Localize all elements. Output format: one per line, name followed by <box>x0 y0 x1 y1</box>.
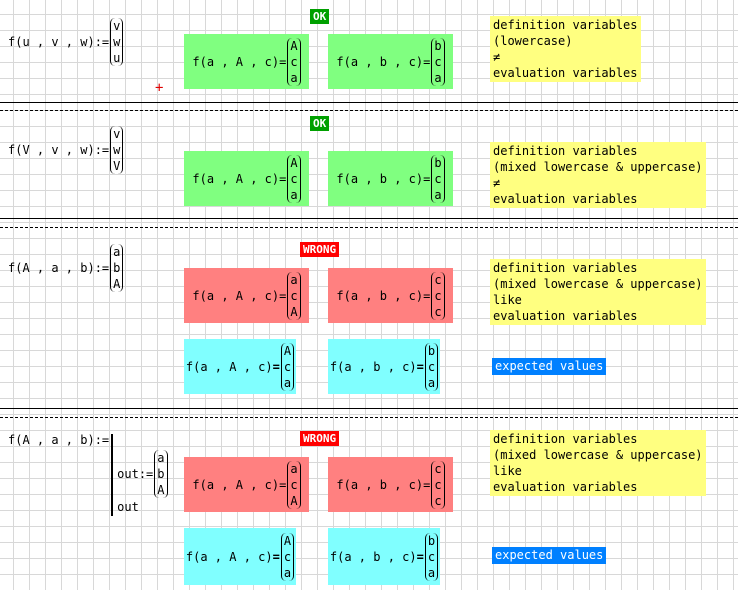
program-line-return: out <box>117 500 139 514</box>
expected-values-label: expected values <box>492 358 607 375</box>
separator-dashed <box>0 110 738 111</box>
definition-lhs: f(V , v , w):= <box>8 143 110 157</box>
definition-lhs: f(A , a , b):= <box>8 261 110 275</box>
wrong-badge: WRONG <box>300 431 340 446</box>
expected-values-label: expected values <box>492 547 607 564</box>
crosshair-cursor-icon: + <box>155 80 164 96</box>
program-line-assign: out:= <box>117 467 154 481</box>
ok-badge: OK <box>310 116 330 131</box>
separator-dashed <box>0 417 738 418</box>
definition-lhs: f(A , a , b):= <box>8 433 110 447</box>
separator-solid <box>0 408 738 409</box>
note-text-1[interactable]: definition variables(lowercase)≠evaluati… <box>490 16 641 82</box>
definition-lhs: f(u , v , w):= <box>8 35 110 49</box>
separator-solid <box>0 102 738 103</box>
separator-dashed <box>0 227 738 228</box>
wrong-badge: WRONG <box>300 242 340 257</box>
note-text-3[interactable]: definition variables(mixed lowercase & u… <box>490 259 706 325</box>
ok-badge: OK <box>310 9 330 24</box>
note-text-4[interactable]: definition variables(mixed lowercase & u… <box>490 430 706 496</box>
separator-solid <box>0 218 738 219</box>
note-text-2[interactable]: definition variables(mixed lowercase & u… <box>490 142 706 208</box>
